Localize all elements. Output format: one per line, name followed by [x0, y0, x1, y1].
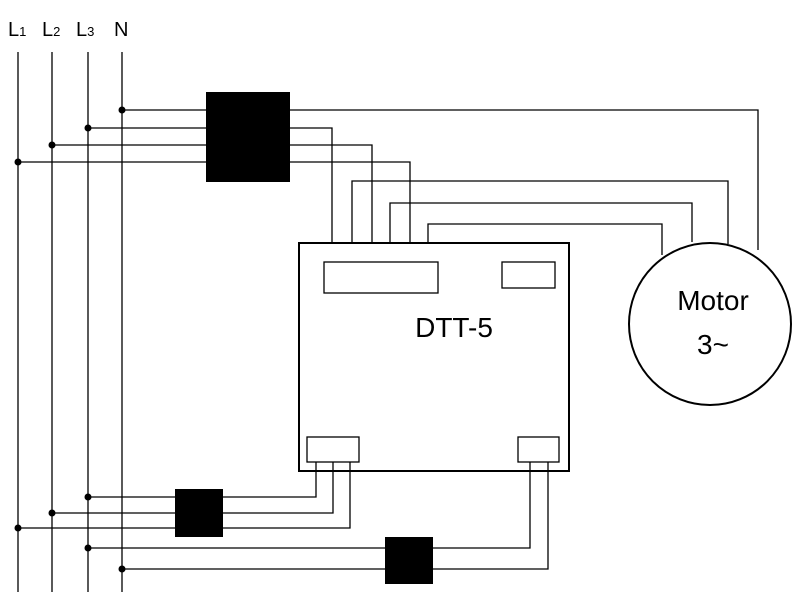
upper-contactor — [206, 92, 290, 182]
motor — [628, 242, 792, 406]
junction-dot — [14, 158, 22, 166]
bus-label-l2: L2 — [42, 19, 60, 41]
lower-right-terminal — [517, 436, 560, 463]
lower-left-wires — [18, 462, 351, 529]
upper-output-wires — [290, 109, 759, 262]
upper-input-wires — [18, 109, 206, 163]
junction-dot — [84, 493, 92, 501]
lower-right-contactor — [385, 537, 433, 584]
lower-left-terminal — [306, 436, 360, 463]
motor-phase-label: 3~ — [697, 329, 729, 360]
bus-lines — [17, 52, 123, 592]
junction-dot — [14, 524, 22, 532]
display-window — [501, 261, 556, 289]
junction-dots — [14, 106, 126, 573]
controller-label: DTT-5 — [415, 312, 493, 343]
junction-dot — [84, 544, 92, 552]
lower-right-wires — [88, 462, 549, 570]
junction-dot — [118, 106, 126, 114]
motor-label: Motor — [677, 285, 749, 316]
junction-dot — [118, 565, 126, 573]
bus-label-l1: L1 — [8, 19, 26, 41]
bus-label-l3: L3 — [76, 19, 94, 41]
upper-terminal-block — [323, 261, 439, 294]
junction-dot — [48, 141, 56, 149]
lower-left-contactor — [175, 489, 223, 537]
junction-dot — [84, 124, 92, 132]
bus-label-n: N — [114, 19, 128, 41]
junction-dot — [48, 509, 56, 517]
